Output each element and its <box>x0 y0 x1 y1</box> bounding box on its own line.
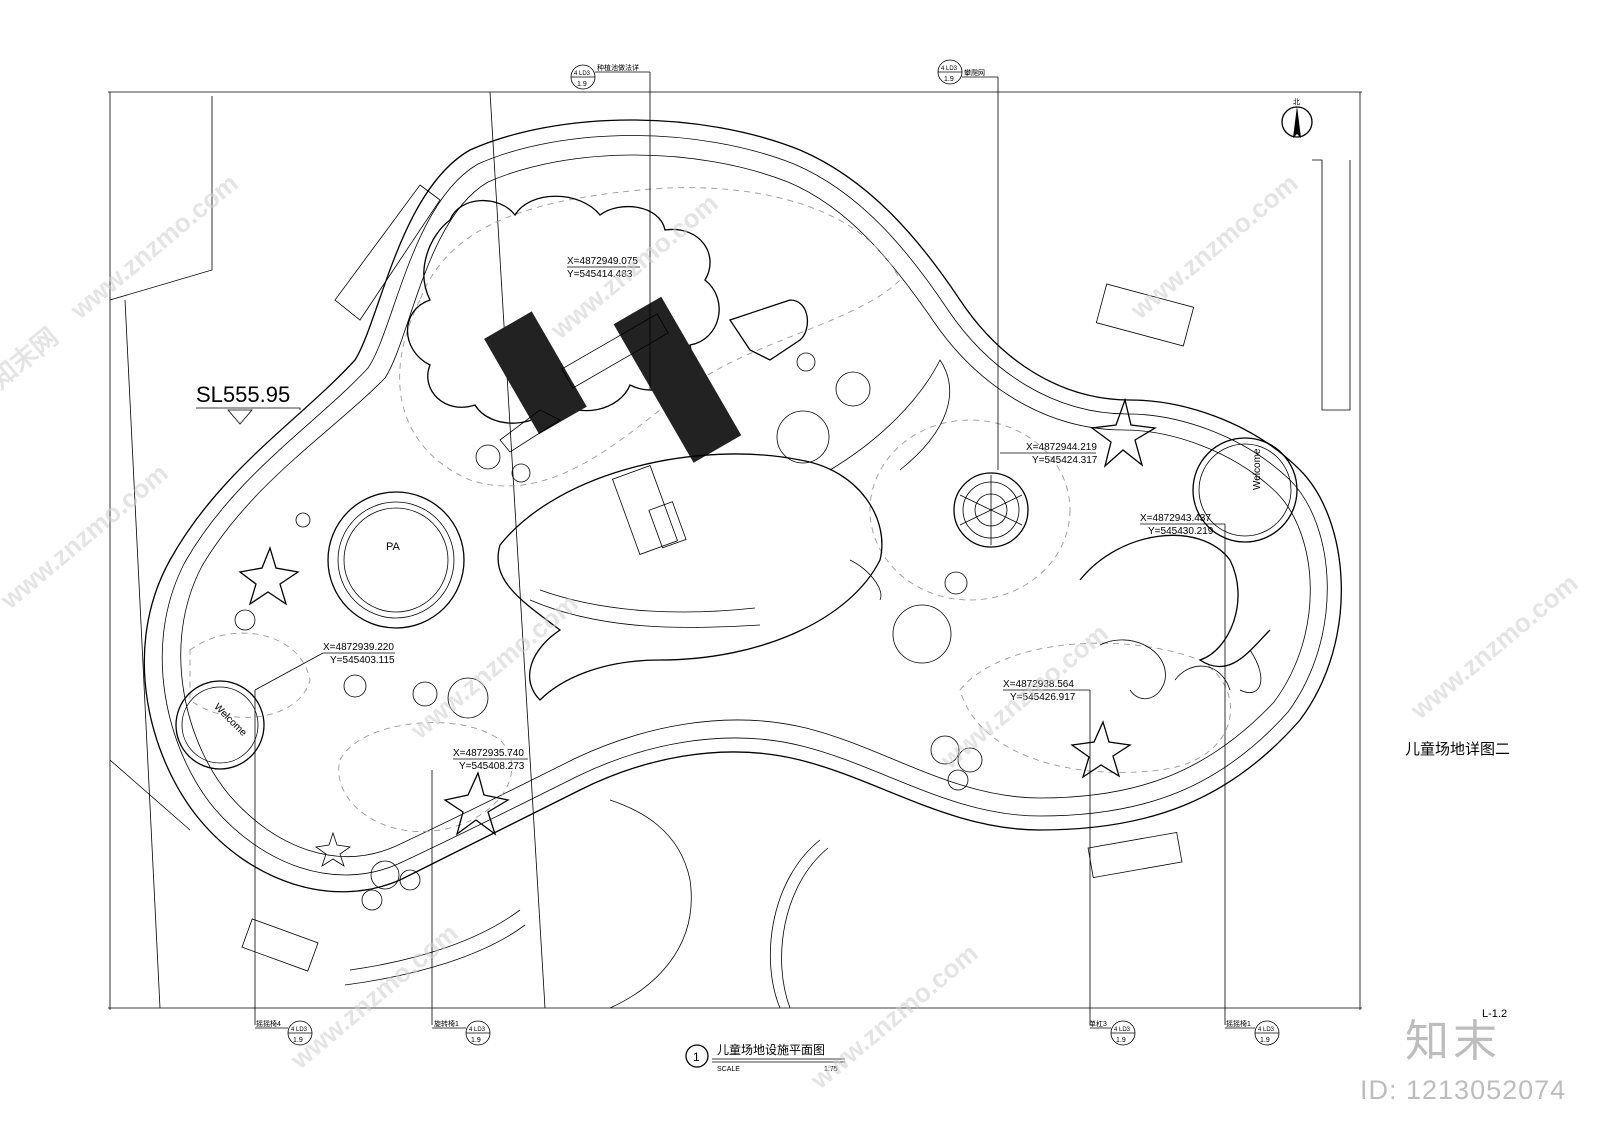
octopus-wave-feature <box>1079 534 1271 700</box>
drawing-title-block: 1 儿童场地设施平面图 SCALE 1:75 <box>685 1042 845 1073</box>
coordinate-label-1: X=4872944.219 Y=545424.317 <box>1000 442 1098 466</box>
watermarks: www.znzmo.com 知末网 www.znzmo.com www.znzm… <box>0 168 1584 1096</box>
coord-2-x: X=4872943.437 <box>1140 513 1211 524</box>
detail-tag-0-sheet: 1.9 <box>577 81 587 88</box>
brand-watermark: 知末 <box>1405 1017 1501 1066</box>
coordinate-label-3: X=4872939.220 Y=545403.115 <box>254 642 395 691</box>
detail-tag-2-label: 摇摇椅4 <box>256 1019 281 1028</box>
coord-1-x: X=4872944.219 <box>1026 442 1097 453</box>
watermark-5: www.znzmo.com <box>404 588 584 746</box>
side-title: 儿童场地详图二 <box>1405 741 1511 758</box>
starfish-decor <box>238 397 1157 867</box>
watermark-6: www.znzmo.com <box>934 618 1114 776</box>
detail-tag-0-label: 种植池做法详 <box>597 63 639 72</box>
dashed-zones <box>189 187 1232 832</box>
detail-tag-5-ref: 4 LD3 <box>1258 1027 1275 1033</box>
frame-lines <box>108 91 1362 1010</box>
detail-tag-3-label: 旋转椅1 <box>434 1019 459 1028</box>
pa-sandpit: PA <box>327 491 465 629</box>
detail-tag-2-ref: 4 LD3 <box>291 1027 308 1033</box>
detail-tag-2-sheet: 1.9 <box>293 1037 303 1044</box>
detail-tag-3-ref: 4 LD3 <box>469 1027 486 1033</box>
coordinate-label-2: X=4872943.437 Y=545430.219 <box>1140 513 1225 537</box>
welcome-sign-left: Welcome <box>175 680 265 770</box>
elevation-marker: SL555.95 <box>196 382 301 425</box>
play-area-outline <box>143 119 1342 893</box>
whale-play-structure <box>497 359 951 701</box>
sheet-number: L-1.2 <box>1482 1008 1507 1020</box>
coord-5-y: Y=545408.273 <box>459 761 525 772</box>
detail-tag-4-label: 单杠3 <box>1089 1019 1107 1028</box>
detail-tag-3-sheet: 1.9 <box>471 1037 481 1044</box>
scale-value: 1:75 <box>824 1066 838 1073</box>
coord-4-x: X=4872938.564 <box>1003 679 1074 690</box>
detail-tag-top-0: 4 LD3 1.9 种植池做法详 <box>570 63 651 390</box>
scale-label: SCALE <box>717 1066 740 1073</box>
detail-tag-0-ref: 4 LD3 <box>574 71 591 77</box>
coordinate-label-5: X=4872935.740 Y=545408.273 <box>453 748 528 772</box>
coordinate-label-4: X=4872938.564 Y=545426.917 <box>1003 679 1090 703</box>
welcome-sign-right: Welcome <box>1192 437 1298 543</box>
stepping-stones <box>234 352 968 719</box>
watermark-8: www.znzmo.com <box>284 918 464 1076</box>
detail-tag-1-label: 攀爬网 <box>964 68 985 77</box>
detail-tag-bottom-2: 摇摇椅4 4 LD3 1.9 <box>254 690 313 1046</box>
title-number: 1 <box>693 1050 700 1064</box>
image-id: ID: 1213052074 <box>1360 1075 1567 1105</box>
elevation-label: SL555.95 <box>196 382 290 407</box>
detail-tag-4-ref: 4 LD3 <box>1114 1027 1131 1033</box>
welcome-text-right: Welcome <box>1252 448 1263 490</box>
climbing-net-sphere <box>953 472 1029 548</box>
north-arrow: 北 <box>1281 98 1313 138</box>
detail-tag-5-label: 摇摇椅1 <box>1226 1019 1251 1028</box>
detail-tag-1-sheet: 1.9 <box>944 76 954 83</box>
watermark-brand-1: 知末网 <box>0 321 64 394</box>
drawing-title: 儿童场地设施平面图 <box>717 1042 825 1057</box>
pa-label: PA <box>386 541 401 553</box>
slide-tower <box>484 296 809 463</box>
detail-tag-4-sheet: 1.9 <box>1116 1037 1126 1044</box>
boundary-lines <box>109 91 1351 1009</box>
detail-tag-bottom-5: 摇摇椅1 4 LD3 1.9 <box>1224 524 1280 1046</box>
coord-5-x: X=4872935.740 <box>453 748 524 759</box>
watermark-4: www.znzmo.com <box>0 458 174 616</box>
detail-tag-1-ref: 4 LD3 <box>941 66 958 72</box>
detail-tag-5-sheet: 1.9 <box>1260 1037 1270 1044</box>
boulders <box>361 735 983 911</box>
north-symbol: 北 <box>1293 98 1300 106</box>
coordinate-labels: X=4872949.075 Y=545414.483 X=4872944.219… <box>254 256 1225 772</box>
coord-3-y: Y=545403.115 <box>330 655 395 666</box>
coord-3-x: X=4872939.220 <box>323 642 394 653</box>
watermark-9: www.znzmo.com <box>804 938 984 1096</box>
coord-0-x: X=4872949.075 <box>567 256 638 267</box>
watermark-3: www.znzmo.com <box>1124 168 1304 326</box>
lower-lawn-circles <box>609 799 829 1009</box>
coord-0-y: Y=545414.483 <box>567 269 633 280</box>
coordinate-label-0: X=4872949.075 Y=545414.483 <box>567 256 640 280</box>
detail-tag-bottom-3: 旋转椅1 4 LD3 1.9 <box>431 770 491 1046</box>
perimeter-benches <box>241 184 1195 986</box>
coord-1-y: Y=545424.317 <box>1032 455 1098 466</box>
detail-tag-top-1: 4 LD3 1.9 攀爬网 <box>937 59 999 470</box>
watermark-7: www.znzmo.com <box>1404 568 1584 726</box>
welcome-text-left: Welcome <box>211 702 248 739</box>
coord-4-y: Y=545426.917 <box>1010 692 1076 703</box>
watermark-1: www.znzmo.com <box>64 168 244 326</box>
detail-tag-bottom-4: 单杠3 4 LD3 1.9 <box>1089 690 1136 1046</box>
coord-2-y: Y=545430.219 <box>1148 526 1214 537</box>
